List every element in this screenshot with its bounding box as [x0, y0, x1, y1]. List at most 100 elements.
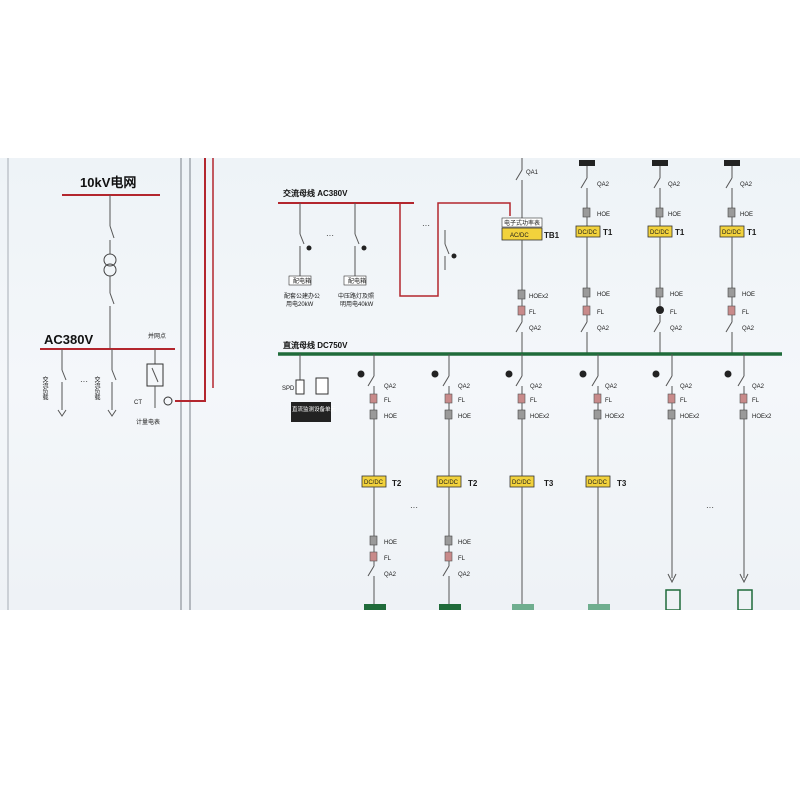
svg-text:QA2: QA2 [458, 384, 471, 390]
single-line-diagram: 10kV电网 AC380V 并网点 交流负载 ··· 交流负载 CT 计量电表 … [7, 158, 782, 610]
ac-feeder-switch-2 [354, 233, 360, 245]
distribution-box-2 [343, 275, 367, 286]
svg-text:FL: FL [742, 310, 750, 316]
svg-text:FL: FL [384, 398, 392, 404]
svg-text:HOEx2: HOEx2 [530, 414, 550, 420]
svg-text:QA2: QA2 [458, 572, 471, 578]
svg-text:HOE: HOE [458, 414, 471, 420]
svg-text:FL: FL [605, 398, 613, 404]
svg-text:QA2: QA2 [670, 326, 683, 332]
grid-tie-red-1 [175, 158, 206, 402]
svg-text:FL: FL [384, 556, 392, 562]
tb1-hoe-fuse [517, 289, 526, 300]
svg-text:HOE: HOE [384, 414, 397, 420]
ac380v-label: AC380V [44, 332, 93, 347]
load-switch-2 [111, 369, 117, 381]
load-arrow-2 [107, 409, 117, 417]
svg-text:FL: FL [597, 310, 605, 316]
svg-text:QA2: QA2 [597, 182, 610, 188]
ac-bus-label: 交流母线 AC380V [283, 188, 348, 198]
svg-text:QA2: QA2 [740, 182, 753, 188]
load-label-2: 交流负载 [93, 375, 100, 401]
top-feeder-1: QA2 HOE DC/DC T1 HOE FL QA2 [575, 160, 613, 354]
svg-text:DC/DC: DC/DC [364, 480, 384, 486]
dc-feeder-2: QA2 FL HOE DC/DC T2 HOE FL QA2 [431, 354, 478, 610]
grid-title: 10kV电网 [80, 175, 136, 190]
svg-text:QA2: QA2 [384, 384, 397, 390]
svg-text:FL: FL [530, 398, 538, 404]
load-switch-1 [61, 369, 67, 381]
transformer-icon [103, 253, 117, 267]
svg-text:T1: T1 [603, 228, 613, 237]
grid-switch-1 [109, 225, 115, 239]
dc-feeder-3: QA2 FL HOEx2 DC/DC T3 [505, 354, 554, 610]
svg-text:HOE: HOE [742, 292, 755, 298]
spd-label: SPD [282, 386, 295, 392]
tb1-header-box [501, 217, 543, 228]
dc-feeder-5: QA2 FL HOEx2 [652, 354, 700, 610]
svg-text:FL: FL [680, 398, 688, 404]
ac-load-desc-2a: 中压路灯及照 [338, 292, 374, 300]
svg-text:HOE: HOE [668, 212, 681, 218]
svg-text:DC/DC: DC/DC [722, 230, 742, 236]
ac-feeder-indicator-2 [361, 245, 367, 251]
tb1-box-label: AC/DC [510, 233, 529, 239]
top-feeder-3: QA2 HOE DC/DC T1 HOE FL QA2 [719, 160, 757, 354]
tb1-header: 电子式功率表 [504, 219, 540, 227]
qa1-label: QA1 [526, 170, 539, 176]
svg-text:T2: T2 [468, 479, 478, 488]
distribution-box-1 [288, 275, 312, 286]
svg-text:T1: T1 [747, 228, 757, 237]
svg-text:DC/DC: DC/DC [512, 480, 532, 486]
svg-text:QA2: QA2 [530, 384, 543, 390]
svg-text:FL: FL [670, 310, 678, 316]
svg-text:HOE: HOE [597, 292, 610, 298]
svg-text:QA2: QA2 [742, 326, 755, 332]
dc-bus-label: 直流母线 DC750V [283, 340, 348, 350]
grid-point-label: 并网点 [148, 332, 166, 340]
ac-load-desc-2b: 明用电40kW [340, 300, 374, 308]
svg-text:QA2: QA2 [752, 384, 765, 390]
svg-text:DC/DC: DC/DC [650, 230, 670, 236]
svg-text:FL: FL [458, 556, 466, 562]
svg-text:HOE: HOE [458, 540, 471, 546]
tb1-fl-fuse [517, 305, 526, 316]
load-label-1: 交流负载 [41, 375, 48, 401]
svg-text:T2: T2 [392, 479, 402, 488]
dc-monitor-box [291, 402, 331, 422]
svg-text:T3: T3 [544, 479, 554, 488]
tb1-tag: TB1 [544, 231, 560, 240]
meter-icon [163, 396, 173, 406]
spd-icon [295, 379, 305, 395]
dc-feeder-6: QA2 FL HOEx2 [724, 354, 772, 610]
svg-text:HOEx2: HOEx2 [605, 414, 625, 420]
qa1-switch [515, 169, 523, 181]
dc-feeder-1: QA2 FL HOE DC/DC T2 HOE FL QA2 [357, 354, 402, 610]
tb1-fl: FL [529, 310, 537, 316]
svg-text:QA2: QA2 [605, 384, 618, 390]
svg-text:HOE: HOE [597, 212, 610, 218]
svg-text:FL: FL [458, 398, 466, 404]
ac-bus-red-tie [399, 202, 511, 297]
dc-monitor-label: 直流监测设备单元 [292, 405, 337, 413]
ac-load-desc-1a: 配套公建办公 [284, 292, 320, 300]
ac-feeder-switch-1 [299, 233, 305, 245]
ac-feeder-dots: ··· [326, 231, 334, 240]
svg-text:QA2: QA2 [680, 384, 693, 390]
svg-text:HOEx2: HOEx2 [752, 414, 772, 420]
ac-tie-switch [444, 243, 450, 255]
svg-text:HOE: HOE [384, 540, 397, 546]
svg-text:QA2: QA2 [597, 326, 610, 332]
svg-text:QA2: QA2 [668, 182, 681, 188]
tb1-hoe2: HOEx2 [529, 294, 549, 300]
svg-text:T3: T3 [617, 479, 627, 488]
svg-text:DC/DC: DC/DC [588, 480, 608, 486]
grid-switch-2 [109, 292, 115, 305]
dc-feeder-dots-1: ··· [410, 503, 418, 512]
svg-text:DC/DC: DC/DC [578, 230, 598, 236]
ac-bus-dots: ··· [422, 221, 430, 230]
ac-feeder-indicator-1 [306, 245, 312, 251]
svg-text:HOE: HOE [740, 212, 753, 218]
dc-feeder-dots-2: ··· [706, 503, 714, 512]
load-arrow-1 [57, 409, 67, 417]
